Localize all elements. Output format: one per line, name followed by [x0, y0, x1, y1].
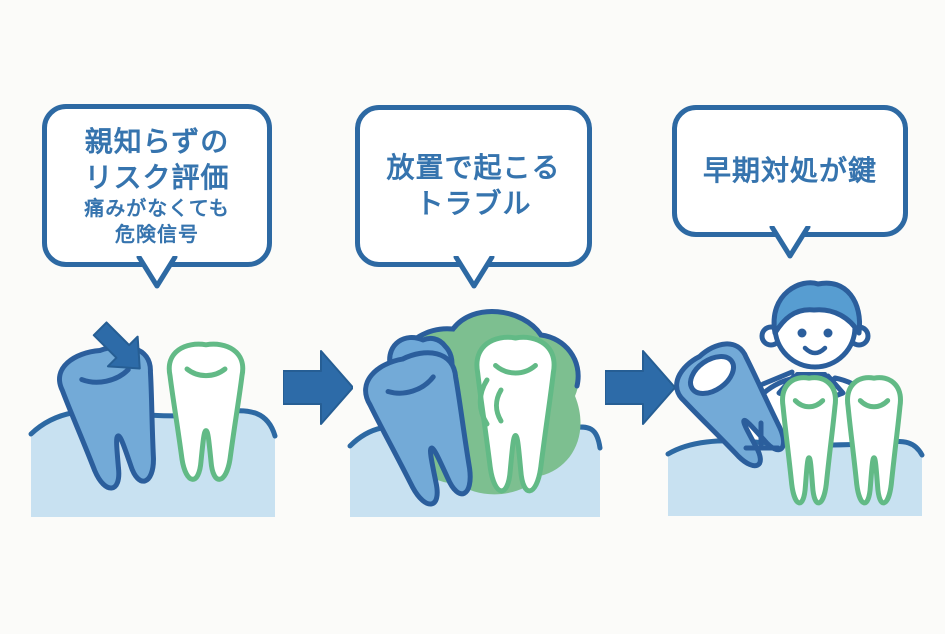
bubble-risk-sub1: 痛みがなくても [84, 196, 230, 221]
bubble-tail-icon [769, 226, 811, 259]
neglect-trouble-illustration-icon [347, 309, 603, 517]
speech-bubble-risk: 親知らずの リスク評価 痛みがなくても 危険信号 [42, 104, 272, 289]
bubble-tail-icon [453, 256, 494, 289]
extracted-tooth-icon [667, 334, 801, 479]
early-treatment-illustration-icon [660, 280, 925, 516]
speech-bubble-neglect: 放置で起こる トラブル [355, 105, 592, 289]
impacted-tooth-illustration-icon [28, 321, 278, 517]
pressure-arcs-icon [477, 377, 504, 427]
bubble-neglect-line2: トラブル [415, 187, 532, 220]
bubble-neglect-line1: 放置で起こる [386, 151, 561, 185]
flow-arrow-icon [605, 350, 675, 425]
bubble-risk-line2: リスク評価 [84, 160, 230, 194]
pointer-arrow-icon [92, 321, 141, 370]
bubble-tail-icon [136, 256, 178, 289]
bubble-risk-sub2: 危険信号 [115, 222, 199, 247]
bubble-risk-line1: 親知らずの [84, 124, 230, 158]
bubble-early-line1: 早期対処が鍵 [702, 154, 877, 188]
flow-arrow-icon [283, 350, 353, 425]
speech-bubble-early: 早期対処が鍵 [672, 105, 908, 259]
